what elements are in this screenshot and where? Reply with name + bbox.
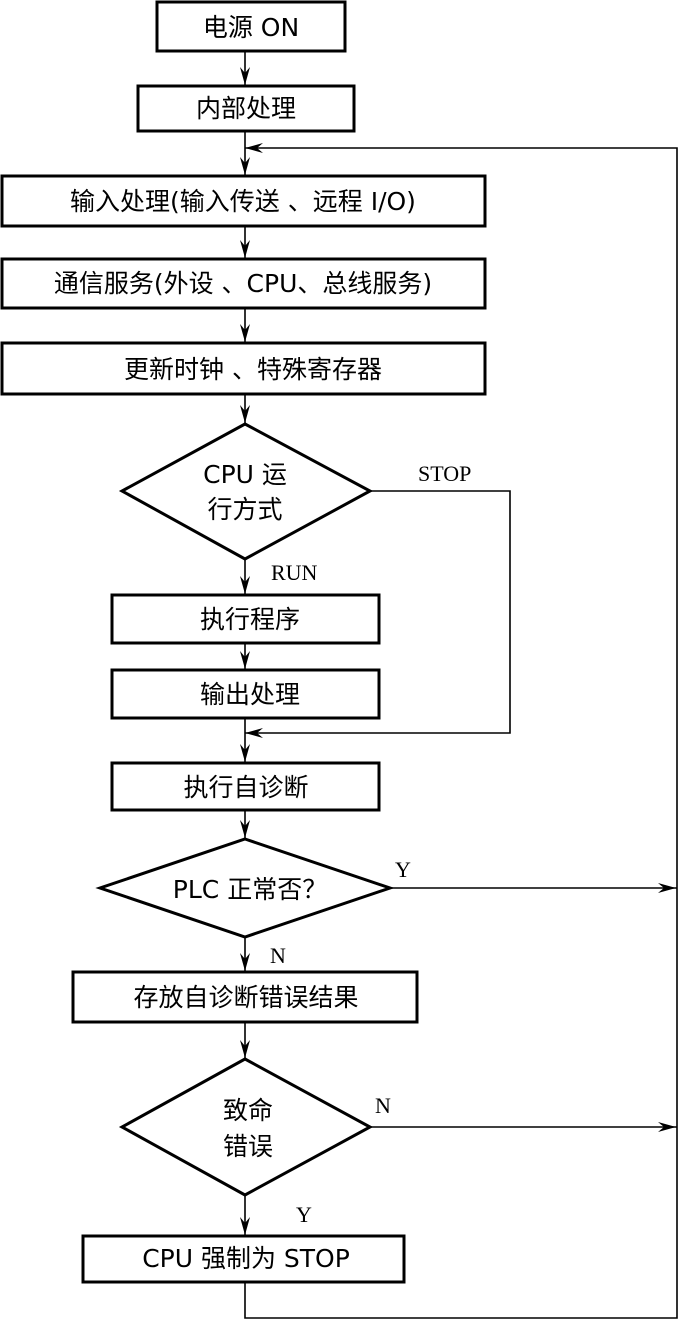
cpu-mode-text-line1: CPU 运	[203, 460, 287, 489]
self-diagnosis-box	[110, 761, 381, 812]
internal-processing-box	[136, 84, 356, 133]
fatal-error-diamond	[118, 1057, 374, 1197]
arrowheads	[240, 67, 676, 1235]
execute-program-box	[110, 593, 381, 645]
fatal-error-text-line2: 错误	[223, 1132, 273, 1161]
fatal-yes-label: Y	[296, 1202, 312, 1227]
communication-service-text: 通信服务(外设 、CPU、总线服务)	[54, 269, 432, 298]
stop-label: STOP	[418, 461, 471, 486]
fatal-no-label: N	[375, 1093, 391, 1118]
power-on-box	[155, 0, 347, 53]
output-processing-text: 输出处理	[200, 680, 300, 709]
plc-normal-diamond	[95, 837, 395, 939]
store-error-text: 存放自诊断错误结果	[133, 983, 358, 1012]
update-clock-box	[0, 341, 487, 396]
plc-no-label: N	[270, 943, 286, 968]
execute-program-text: 执行程序	[200, 605, 300, 634]
self-diagnosis-text: 执行自诊断	[183, 773, 308, 802]
update-clock-text: 更新时钟 、特殊寄存器	[124, 355, 382, 384]
run-label: RUN	[271, 560, 318, 585]
fatal-error-text-line1: 致命	[223, 1096, 273, 1125]
connectors	[244, 52, 678, 1319]
output-processing-box	[110, 668, 381, 720]
internal-processing-text: 内部处理	[196, 94, 296, 123]
force-stop-box	[81, 1234, 406, 1284]
cpu-mode-diamond	[118, 422, 374, 561]
input-processing-box	[0, 174, 487, 228]
store-error-box	[71, 970, 419, 1024]
communication-service-box	[0, 257, 487, 310]
cpu-mode-text-line2: 行方式	[207, 495, 282, 524]
plc-yes-label: Y	[395, 857, 411, 882]
plc-normal-text: PLC 正常否？	[173, 875, 327, 904]
force-stop-text: CPU 强制为 STOP	[142, 1244, 350, 1273]
input-processing-text: 输入处理(输入传送 、远程 I/O)	[70, 187, 416, 216]
power-on-text: 电源 ON	[203, 13, 299, 42]
